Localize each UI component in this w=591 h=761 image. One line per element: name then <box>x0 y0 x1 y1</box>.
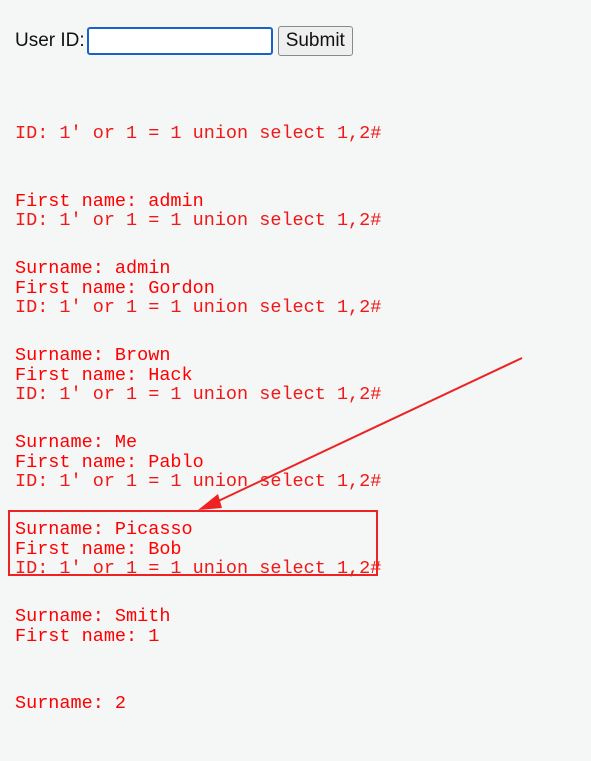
record-surname: Surname: Picasso <box>15 519 193 540</box>
record-surname: Surname: Me <box>15 432 138 453</box>
user-id-input[interactable] <box>86 27 273 55</box>
record-first-name: First name: Bob <box>15 538 182 560</box>
record-surname: Surname: Brown <box>15 345 171 366</box>
record-id-line: ID: 1' or 1 = 1 union select 1,2# <box>15 297 382 318</box>
record-id-line: ID: 1' or 1 = 1 union select 1,2# <box>15 384 382 405</box>
result-record: ID: 1' or 1 = 1 union select 1,2# First … <box>15 252 575 453</box>
record-id-line: ID: 1' or 1 = 1 union select 1,2# <box>15 123 382 144</box>
result-record: ID: 1' or 1 = 1 union select 1,2# First … <box>15 165 575 366</box>
query-results: ID: 1' or 1 = 1 union select 1,2# First … <box>15 78 575 714</box>
record-id-line: ID: 1' or 1 = 1 union select 1,2# <box>15 471 382 492</box>
submit-button[interactable]: Submit <box>277 26 353 56</box>
record-first-name: First name: Gordon <box>15 277 215 299</box>
record-id-line: ID: 1' or 1 = 1 union select 1,2# <box>15 558 382 579</box>
record-id-line: ID: 1' or 1 = 1 union select 1,2# <box>15 210 382 231</box>
record-surname: Surname: admin <box>15 258 171 279</box>
record-first-name: First name: admin <box>15 190 204 212</box>
record-first-name: First name: 1 <box>15 625 160 647</box>
result-record: ID: 1' or 1 = 1 union select 1,2# First … <box>15 78 575 279</box>
user-id-label: User ID: <box>15 30 85 51</box>
record-first-name: First name: Pablo <box>15 451 204 473</box>
user-id-form: User ID: Submit <box>15 25 353 57</box>
record-first-name: First name: Hack <box>15 364 193 386</box>
record-surname: Surname: 2 <box>15 693 127 714</box>
